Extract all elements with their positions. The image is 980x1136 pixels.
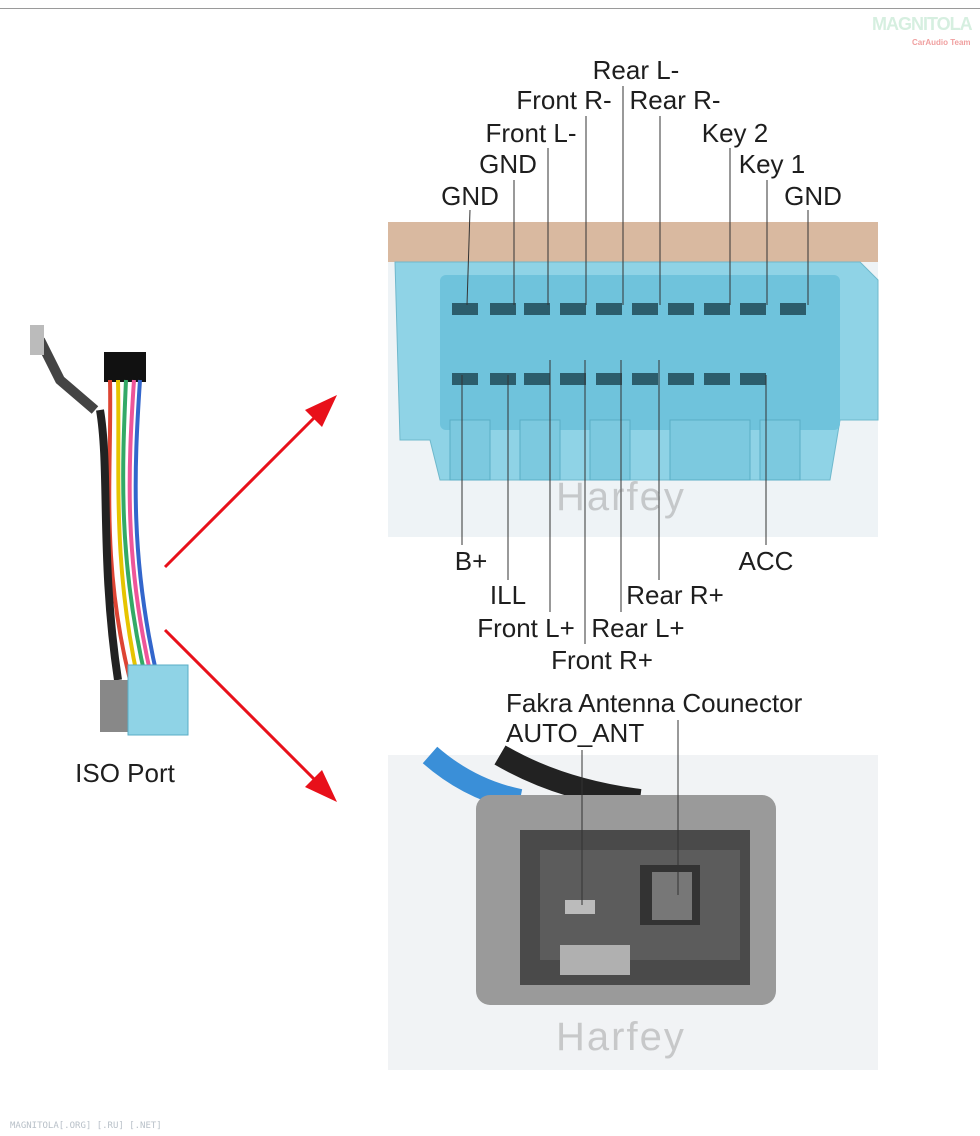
footer-watermark: MAGNITOLA[.ORG] [.RU] [.NET] (10, 1121, 162, 1131)
pin-label-key-2: Key 2 (701, 118, 769, 148)
label-auto-ant: AUTO_ANT (506, 718, 645, 748)
top-divider (0, 8, 980, 9)
pin-label-front-l-plus: Front L+ (477, 613, 575, 643)
pin-label-gnd-1: GND (441, 181, 499, 211)
harfey-watermark-bottom: Harfey (556, 1015, 686, 1059)
iso-port-caption: ISO Port (75, 758, 175, 788)
pin-label-front-r-plus: Front R+ (551, 645, 653, 675)
pin-label-rear-r-minus: Rear R- (629, 85, 721, 115)
logo-tagline: CarAudio Team (912, 38, 971, 47)
main-connector-photo (388, 222, 879, 537)
pin-label-gnd-3: GND (784, 181, 842, 211)
pin-label-rear-r-plus: Rear R+ (626, 580, 724, 610)
pin-label-acc: ACC (738, 546, 794, 576)
pin-leader-lines (461, 86, 809, 905)
label-fakra-antenna: Fakra Antenna Counector (506, 688, 803, 718)
pin-label-key-1: Key 1 (738, 149, 806, 179)
pin-label-rear-l-minus: Rear L- (592, 55, 680, 85)
red-arrows (163, 395, 337, 802)
pin-label-front-r-minus: Front R- (516, 85, 612, 115)
pin-label-front-l-minus: Front L- (485, 118, 577, 148)
pin-label-ill: ILL (489, 580, 527, 610)
logo-brand: MAGNITOLA (872, 14, 973, 34)
antenna-connector-photo (388, 745, 878, 1070)
pin-label-rear-l-plus: Rear L+ (591, 613, 685, 643)
magnitola-logo: MAGNITOLA CarAudio Team (872, 14, 978, 54)
pin-label-b-plus: B+ (454, 546, 488, 576)
iso-harness-photo (30, 325, 189, 736)
pin-label-gnd-2: GND (479, 149, 537, 179)
harfey-watermark-top: Harfey (556, 475, 686, 519)
